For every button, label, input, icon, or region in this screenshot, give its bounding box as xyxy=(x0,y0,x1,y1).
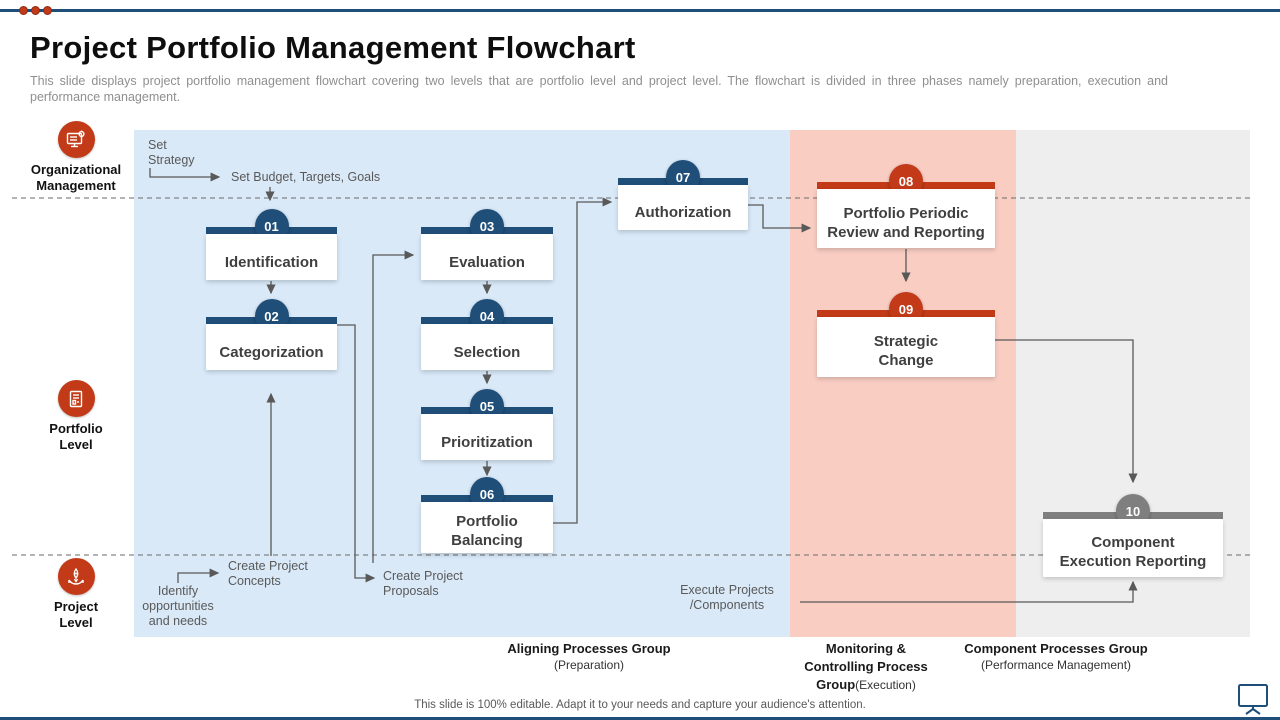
lane-label: Portfolio Level xyxy=(49,421,103,452)
lane-project-level: Project Level xyxy=(18,558,134,631)
phase-subtitle: (Performance Management) xyxy=(980,658,1132,672)
node-label: Prioritization xyxy=(441,433,533,451)
set-strategy-label: Set Strategy xyxy=(148,138,195,167)
projection-screen-icon xyxy=(1236,682,1270,720)
bottom-accent-rule xyxy=(0,717,1280,720)
node-label: Authorization xyxy=(634,204,732,221)
accent-dot xyxy=(31,6,40,15)
accent-dot xyxy=(43,6,52,15)
create-project-concepts-label: Create Project Concepts xyxy=(228,559,308,588)
node-label: Portfolio Balancing xyxy=(451,512,523,549)
top-accent-rule xyxy=(0,9,1280,12)
report-document-icon xyxy=(57,380,95,417)
phase-subtitle: (Execution) xyxy=(855,678,916,692)
lane-organizational-management: Organizational Management xyxy=(18,121,134,194)
node-label: Selection xyxy=(453,343,521,361)
identify-opportunities-label: Identify opportunities and needs xyxy=(142,584,214,628)
create-project-proposals-label: Create Project Proposals xyxy=(383,569,463,598)
phase-component-processes: Component Processes Group (Performance M… xyxy=(946,640,1166,673)
execute-projects-label: Execute Projects /Components xyxy=(680,583,774,612)
lane-label: Project Level xyxy=(53,599,99,630)
node-label: Strategic Change xyxy=(873,333,939,369)
accent-dot xyxy=(19,6,28,15)
node-label: Evaluation xyxy=(449,253,525,271)
phase-title: Component Processes Group xyxy=(964,641,1148,656)
phase-subtitle: (Preparation) xyxy=(553,658,625,672)
lane-label: Organizational Management xyxy=(30,162,122,193)
phase-monitoring-controlling: Monitoring & Controlling Process Group(E… xyxy=(786,640,946,694)
lane-portfolio-level: Portfolio Level xyxy=(18,380,134,453)
phase-title: Monitoring & Controlling Process Group xyxy=(804,641,928,692)
node-label: Component Execution Reporting xyxy=(1059,534,1207,570)
phase-title: Aligning Processes Group xyxy=(507,641,671,656)
editable-note: This slide is 100% editable. Adapt it to… xyxy=(414,699,866,711)
node-label: Portfolio Periodic Review and Reporting xyxy=(827,204,985,241)
rocket-hands-icon xyxy=(57,558,95,595)
node-label: Categorization xyxy=(219,343,324,361)
node-label: Identification xyxy=(224,253,319,271)
phase-aligning-processes: Aligning Processes Group (Preparation) xyxy=(489,640,689,673)
monitor-gear-icon xyxy=(57,121,95,158)
page-title: Project Portfolio Management Flowchart xyxy=(30,30,636,65)
set-budget-label: Set Budget, Targets, Goals xyxy=(231,170,381,184)
slide-description: This slide displays project portfolio ma… xyxy=(30,74,1168,104)
